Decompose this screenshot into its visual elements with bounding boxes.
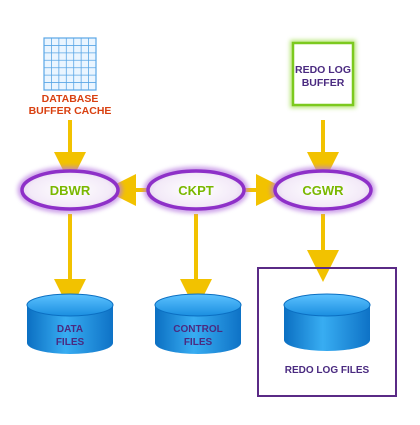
cgwr-process: CGWR	[270, 166, 376, 214]
data-files-cylinder-icon	[26, 293, 114, 354]
redo-log-buffer-label-line2: BUFFER	[302, 77, 345, 89]
redo-log-files-label: REDO LOG FILES	[285, 365, 370, 376]
redo-log-files-cylinder-icon	[283, 293, 371, 351]
buffer-cache-label-line2: BUFFER CACHE	[29, 105, 112, 117]
buffer-cache-grid-icon	[43, 37, 97, 91]
cgwr-label: CGWR	[302, 183, 344, 198]
ckpt-label: CKPT	[178, 183, 213, 198]
redo-log-buffer-box	[290, 40, 356, 108]
data-files-label-line1: DATA	[57, 324, 83, 335]
control-files-label-line2: FILES	[184, 337, 213, 348]
arrows	[54, 120, 339, 311]
control-files-label-line1: CONTROL	[173, 324, 222, 335]
control-files-cylinder-icon	[154, 293, 242, 354]
redo-log-files-group-box	[257, 267, 397, 397]
dbwr-label: DBWR	[50, 183, 91, 198]
dbwr-process: DBWR	[17, 166, 123, 214]
ckpt-process: CKPT	[143, 166, 249, 214]
buffer-cache-label-line1: DATABASE	[42, 93, 99, 105]
data-files-label-line2: FILES	[56, 337, 85, 348]
redo-log-buffer-label-line1: REDO LOG	[295, 64, 351, 76]
